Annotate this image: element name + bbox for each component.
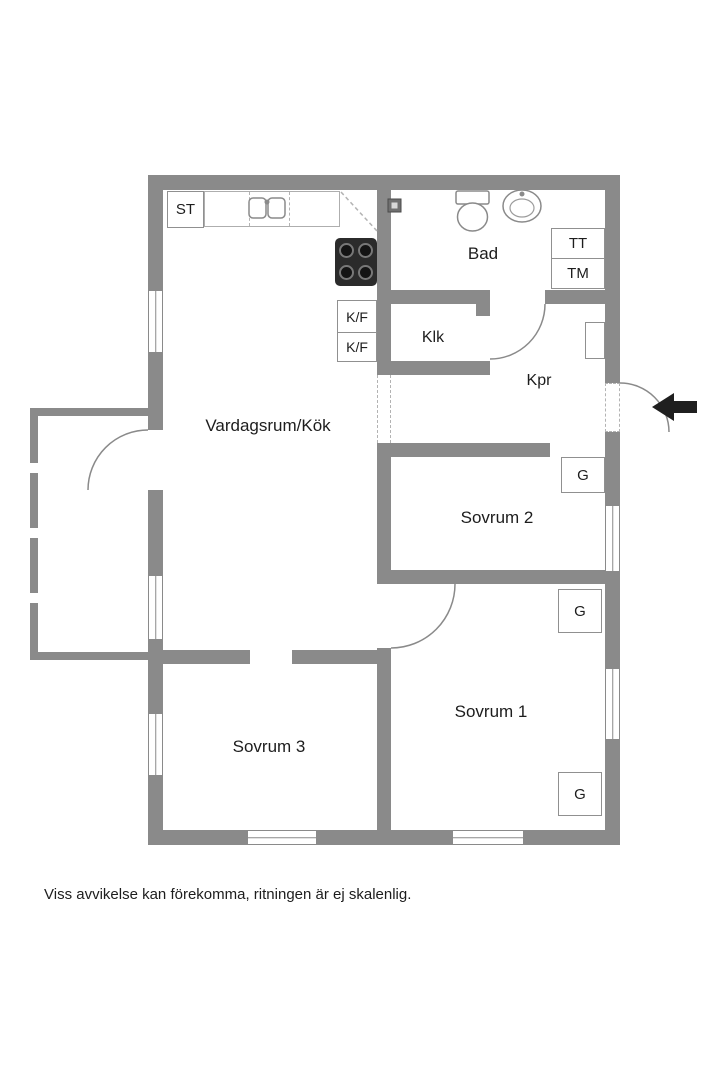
bedroom1-door-opening (377, 584, 391, 648)
burner-icon (358, 243, 373, 258)
wall (377, 190, 391, 375)
window (605, 668, 620, 740)
wardrobe-box: G (558, 589, 602, 633)
balcony-wall (30, 652, 148, 660)
wall (605, 432, 620, 505)
window (148, 290, 163, 353)
washer-box: TM (551, 258, 605, 289)
wall (605, 740, 620, 845)
cabinet-dash-line (340, 191, 378, 232)
room-label-bedroom2: Sovrum 2 (460, 508, 534, 527)
stove-icon (335, 238, 377, 286)
window (148, 575, 163, 640)
balcony-rail-notch (30, 593, 38, 603)
wall (148, 353, 163, 430)
room-label-walkin: Klk (421, 329, 445, 346)
wall (476, 304, 490, 316)
balcony-rail-notch (30, 528, 38, 538)
door-swing-arc (619, 382, 670, 433)
wall (377, 443, 391, 584)
fridge-freezer-box: K/F (337, 332, 377, 362)
wall (377, 361, 490, 375)
wall (377, 443, 550, 457)
disclaimer-text: Viss avvikelse kan förekomma, ritningen … (44, 886, 412, 903)
room-label-bedroom1: Sovrum 1 (454, 702, 528, 721)
balcony-wall (30, 408, 148, 416)
burner-icon (339, 243, 354, 258)
wall (163, 650, 250, 664)
wall (317, 830, 452, 845)
wall (605, 572, 620, 668)
room-label-bath: Bad (467, 244, 499, 263)
wall (377, 648, 391, 830)
wall (148, 640, 163, 713)
room-label-bedroom3: Sovrum 3 (232, 737, 306, 756)
wall (148, 175, 163, 290)
wall (148, 490, 163, 575)
window (247, 830, 317, 845)
burner-icon (358, 265, 373, 280)
bathroom-sink-icon (502, 189, 542, 223)
cabinet-box (585, 322, 605, 359)
room-label-hall: Kpr (526, 372, 552, 389)
burner-icon (339, 265, 354, 280)
wall (391, 570, 605, 584)
wall (148, 175, 620, 190)
dryer-box: TT (551, 228, 605, 259)
door-swing-arc (489, 303, 546, 360)
wall (545, 290, 605, 304)
door-swing-arc (390, 583, 456, 649)
wardrobe-box: G (561, 457, 605, 493)
wall (148, 830, 247, 845)
fridge-freezer-box: K/F (337, 300, 377, 333)
storage-closet-box: ST (167, 191, 204, 228)
toilet-icon (455, 190, 490, 232)
window (452, 830, 524, 845)
hall-opening (377, 375, 391, 443)
door-swing-arc (87, 429, 149, 491)
window (605, 505, 620, 572)
wall (292, 650, 391, 664)
entrance-arrow-icon (652, 393, 697, 421)
wall (605, 175, 620, 383)
wardrobe-box: G (558, 772, 602, 816)
window (148, 713, 163, 776)
wall (524, 830, 620, 845)
wall (148, 776, 163, 845)
balcony-rail-notch (30, 463, 38, 473)
kitchen-counter (204, 191, 340, 227)
entrance-door-opening (605, 383, 620, 432)
room-label-living: Vardagsrum/Kök (205, 416, 331, 435)
wall (391, 290, 490, 304)
